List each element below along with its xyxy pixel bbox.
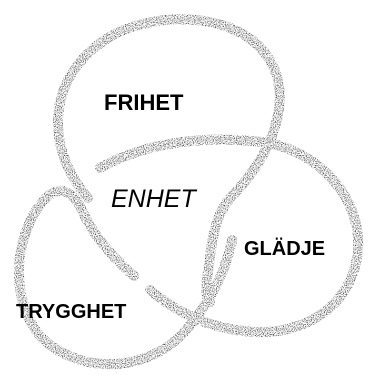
label-frihet: FRIHET: [104, 92, 183, 114]
left-loop-strand: [19, 191, 232, 364]
label-trygghet: TRYGGHET: [16, 302, 126, 322]
label-gladje: GLÄDJE: [244, 239, 325, 259]
right-loop-strand: [100, 140, 358, 332]
label-enhet: ENHET: [111, 187, 196, 212]
